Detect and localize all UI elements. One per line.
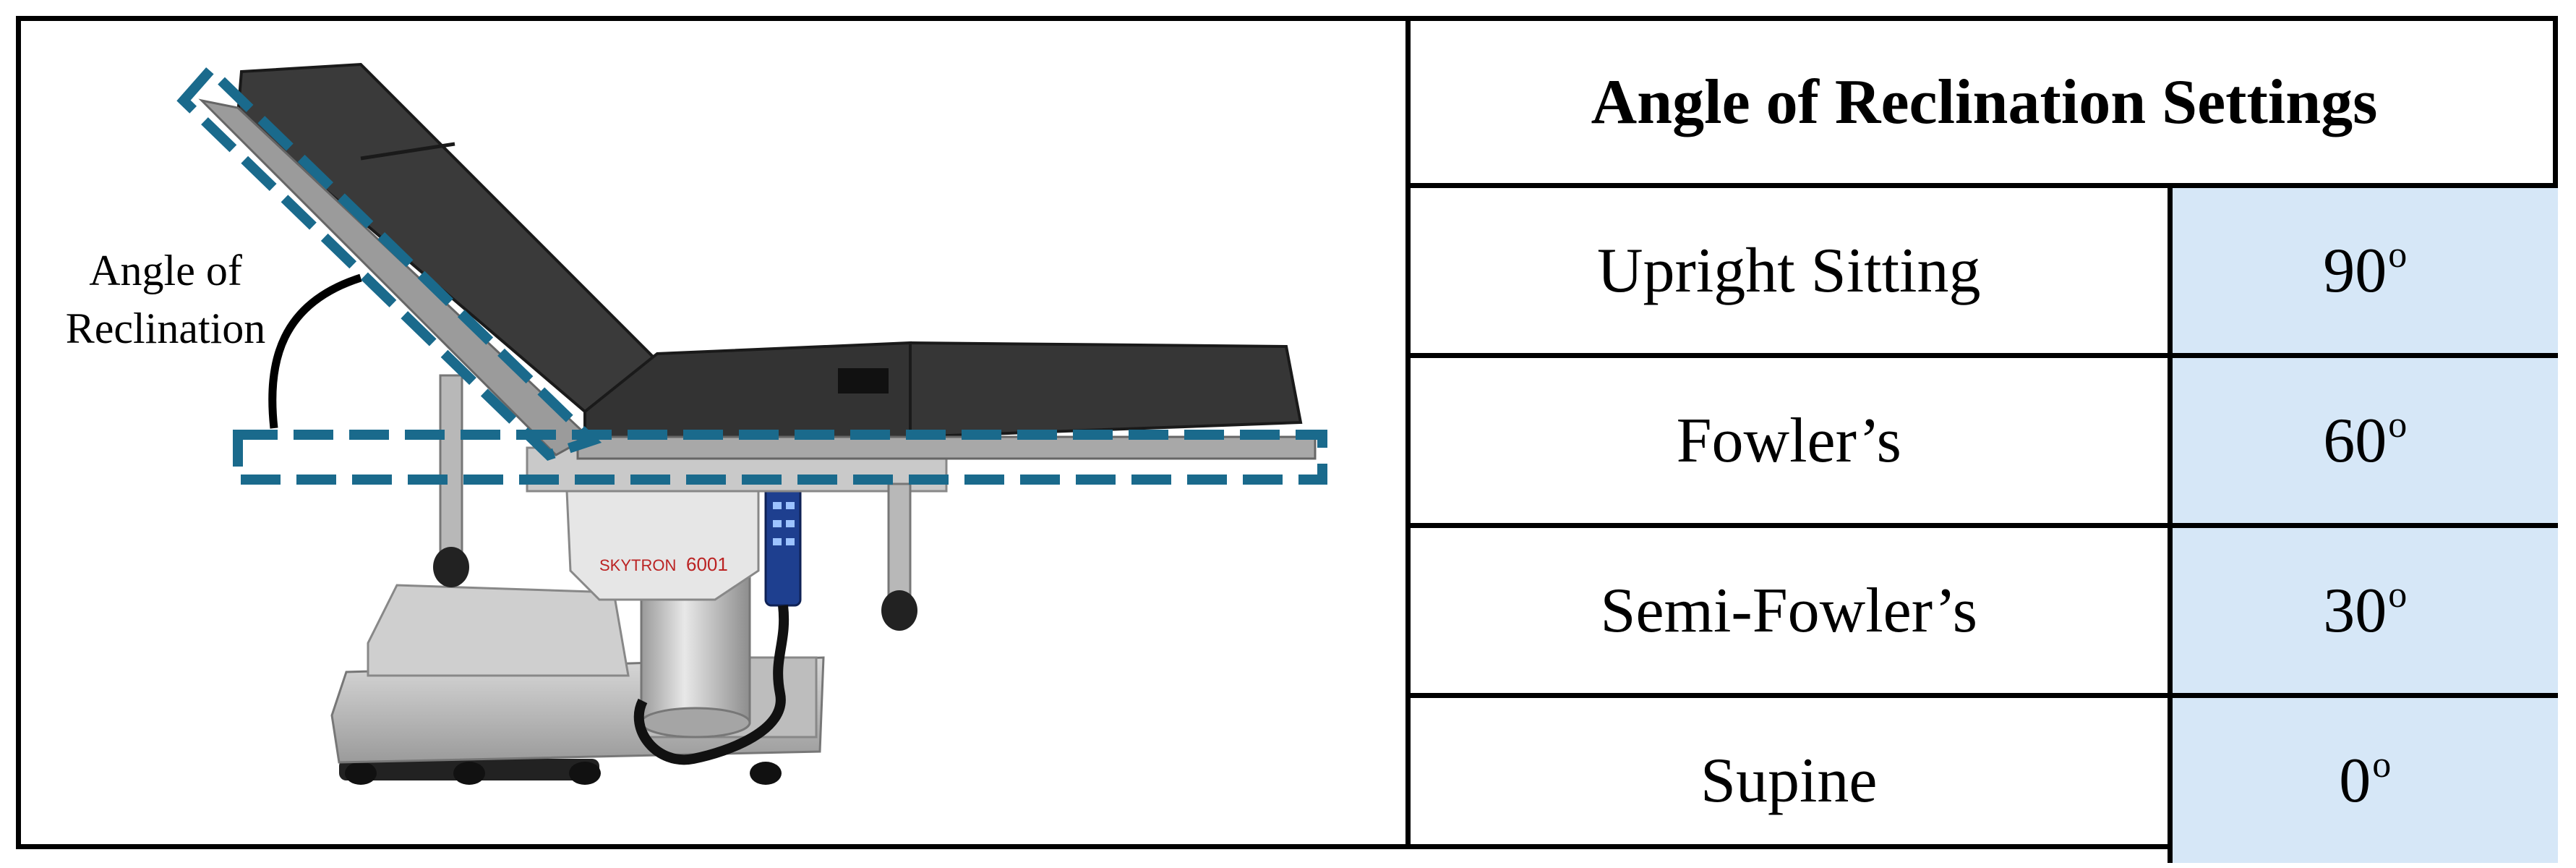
degree-symbol: o [2388, 574, 2408, 616]
setting-value: 90o [2167, 183, 2559, 358]
degree-symbol: o [2372, 744, 2392, 786]
table-row: Upright Sitting 90o [1411, 183, 2559, 358]
setting-name: Semi-Fowler’s [1411, 523, 2173, 698]
table-row: Fowler’s 60o [1411, 353, 2559, 528]
angle-of-reclination-label: Angle of Reclination [35, 242, 296, 357]
setting-value: 30o [2167, 523, 2559, 698]
setting-value: 60o [2167, 353, 2559, 528]
table-title: Angle of Reclination Settings [1411, 21, 2559, 188]
table-row: Semi-Fowler’s 30o [1411, 523, 2559, 698]
angle-label-line1: Angle of [89, 247, 242, 294]
angle-arc [268, 273, 362, 429]
device-brand: SKYTRON [599, 556, 676, 574]
setting-name: Supine [1411, 693, 2173, 863]
figure-frame: SKYTRON 6001 [16, 16, 2559, 863]
wheels [339, 759, 782, 785]
control-housing: SKYTRON 6001 [565, 482, 760, 601]
operating-table-photo-panel: SKYTRON 6001 [21, 21, 1405, 844]
dashed-outlines [176, 62, 1327, 485]
back-rest-outline [176, 62, 602, 461]
operating-table-illustration: SKYTRON 6001 [176, 62, 1327, 785]
table-header-row: Angle of Reclination Settings [1411, 21, 2559, 188]
angle-label-line2: Reclination [65, 305, 266, 352]
degree-symbol: o [2388, 404, 2408, 446]
seat-outline [233, 430, 1327, 485]
table-row: Supine 0o [1411, 693, 2559, 863]
reclination-settings-table: Angle of Reclination Settings Upright Si… [1411, 21, 2559, 863]
device-model: 6001 [686, 553, 728, 575]
setting-name: Fowler’s [1411, 353, 2173, 528]
setting-name: Upright Sitting [1411, 183, 2173, 358]
seat-section [576, 341, 1317, 460]
degree-symbol: o [2388, 234, 2408, 276]
setting-value: 0o [2167, 693, 2559, 863]
panel-divider [1405, 21, 1411, 844]
